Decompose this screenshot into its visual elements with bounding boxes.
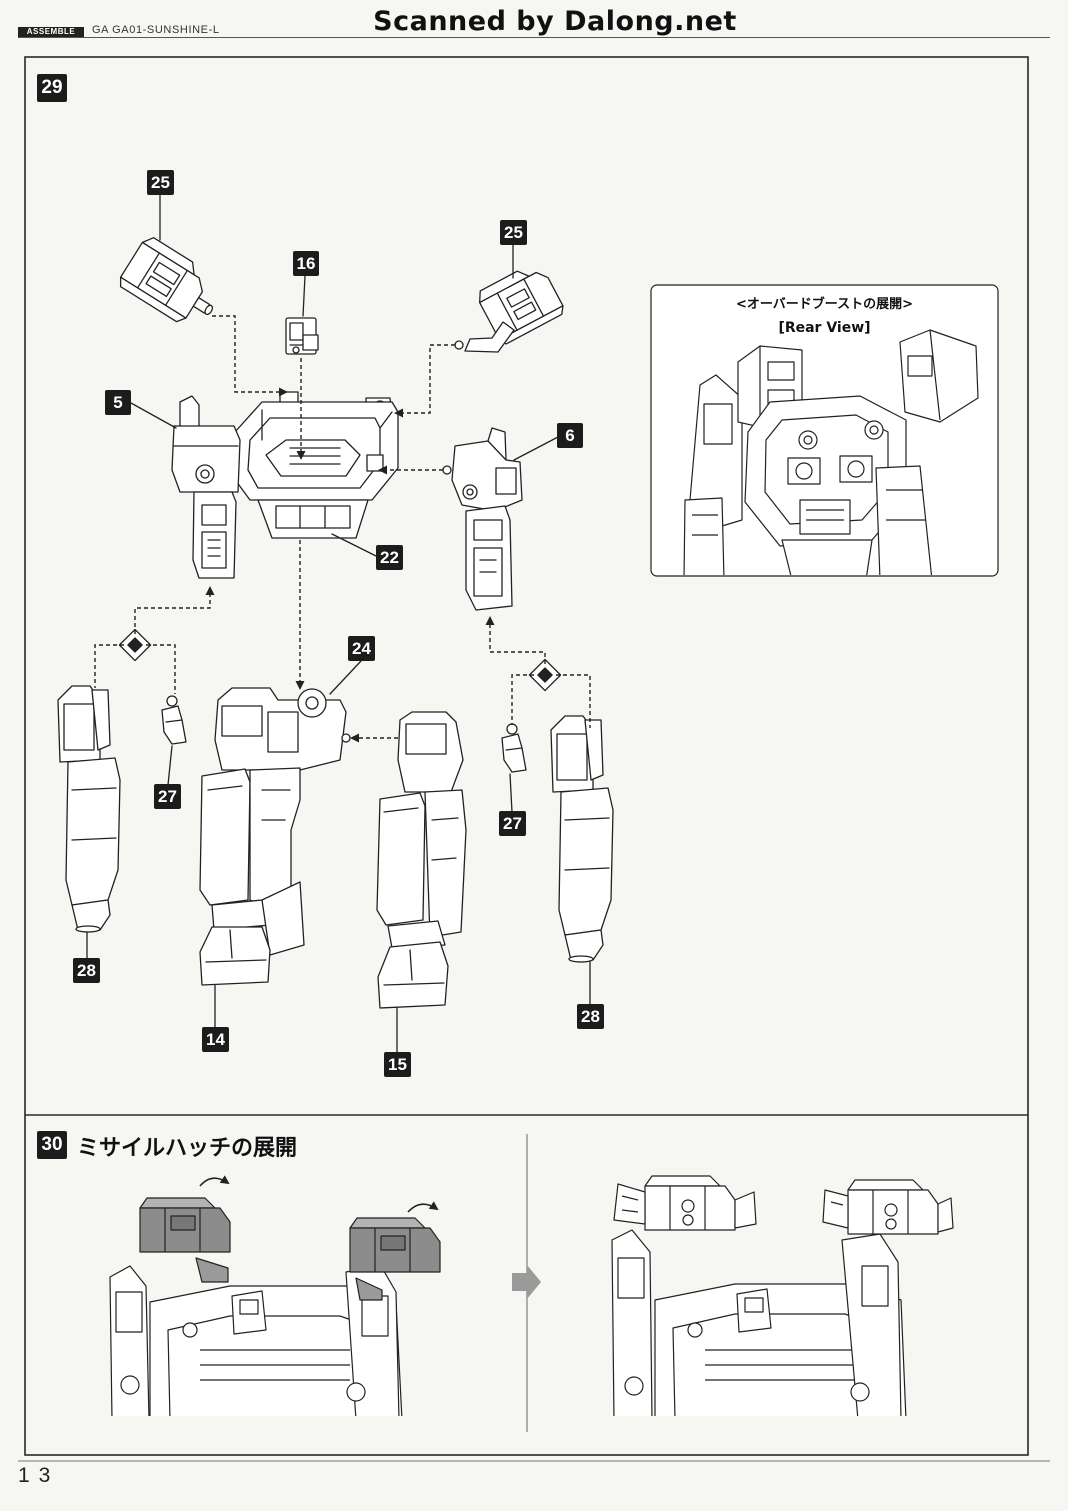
diamond-symbol-right	[528, 658, 562, 692]
step30-before-illustration	[109, 1175, 441, 1416]
callout-part-15: 15	[384, 1052, 411, 1077]
rear-view-illustration	[683, 329, 979, 575]
torso-part-22	[227, 391, 399, 539]
callout-part-27-left: 27	[154, 784, 181, 809]
page-number: 13	[18, 1464, 60, 1487]
assemble-badge: ASSEMBLE	[18, 27, 84, 37]
step30-next-arrow	[512, 1265, 541, 1299]
part-27-left	[161, 695, 187, 745]
callout-part-22: 22	[376, 545, 403, 570]
callout-part-24: 24	[348, 636, 375, 661]
callout-part-28-left: 28	[73, 958, 100, 983]
diamond-symbol-left	[118, 628, 152, 662]
callout-part-27-right: 27	[499, 811, 526, 836]
arm-part-28-right	[550, 715, 614, 963]
inset-subtitle: [Rear View]	[778, 320, 871, 336]
step-30-title: ミサイルハッチの展開	[77, 1136, 298, 1161]
steps-frame	[24, 56, 1029, 1456]
missile-booster-left-highlight	[139, 1197, 231, 1253]
model-name: GA GA01-SUNSHINE-L	[92, 24, 220, 36]
arm-unit-part-6	[442, 427, 523, 611]
callout-part-14: 14	[202, 1027, 229, 1052]
leg-part-14	[199, 687, 347, 986]
callout-part-28-right: 28	[577, 1004, 604, 1029]
callout-part-5: 5	[105, 390, 131, 415]
part-16	[285, 317, 319, 355]
step30-after-illustration	[611, 1175, 954, 1416]
callout-part-16: 16	[293, 251, 319, 276]
missile-booster-right-highlight	[349, 1217, 441, 1273]
part-27-right	[501, 723, 527, 773]
missile-booster-left-open	[613, 1175, 757, 1231]
arm-unit-part-5	[171, 395, 241, 579]
step-29-number: 29	[37, 74, 67, 102]
scan-watermark: Scanned by Dalong.net	[373, 6, 737, 37]
callout-part-6: 6	[557, 423, 583, 448]
callout-part-25-left: 25	[147, 170, 174, 195]
inset-title: <オーバードブーストの展開>	[735, 297, 913, 312]
booster-part-25-right	[454, 270, 564, 353]
booster-part-25-left	[119, 237, 214, 323]
missile-booster-right-open	[822, 1179, 954, 1235]
assembly-guides	[94, 315, 591, 743]
step-30-number: 30	[37, 1131, 67, 1159]
callout-part-25-right: 25	[500, 220, 527, 245]
arm-part-28-left	[57, 685, 121, 933]
leg-part-15	[341, 711, 467, 1009]
